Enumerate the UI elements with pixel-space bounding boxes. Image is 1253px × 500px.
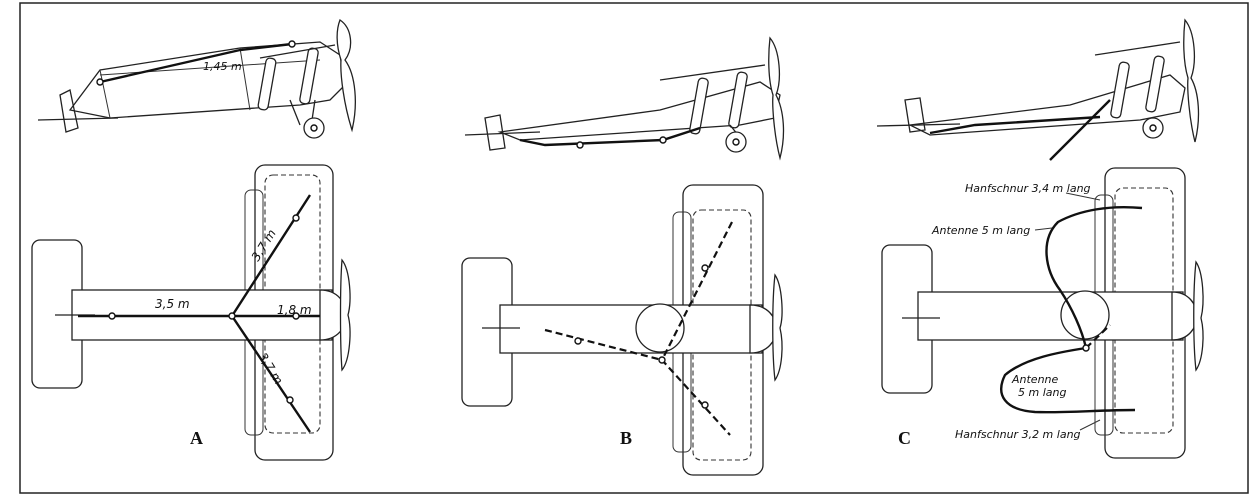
panel-c-plan-view: Hanfschnur 3,4 m lang Antenne 5 m lang A… bbox=[881, 167, 1204, 459]
label-a-tail-wire: 3,5 m bbox=[155, 297, 190, 311]
label-c-antenna-top: Antenne 5 m lang bbox=[931, 224, 1030, 237]
label-c-hemp-bottom: Hanfschnur 3,2 m lang bbox=[955, 428, 1081, 441]
label-a-front-wire: 1,8 m bbox=[277, 303, 312, 317]
label-a-fuselage-top: 1,45 m bbox=[203, 60, 242, 73]
panel-b-side-view bbox=[464, 36, 785, 161]
panel-c-letter: C bbox=[898, 428, 911, 448]
panel-c: Hanfschnur 3,4 m lang Antenne 5 m lang A… bbox=[876, 18, 1204, 459]
panel-a-plan-view: 3,5 m 3,7 m 1,8 m 3,7 m bbox=[31, 164, 351, 461]
panel-b-plan-view bbox=[461, 184, 783, 476]
outer-frame bbox=[19, 2, 1249, 494]
panel-c-side-view bbox=[876, 18, 1200, 161]
label-c-antenna-bottom-2: 5 m lang bbox=[1018, 386, 1066, 399]
panel-b: B bbox=[461, 36, 785, 476]
panel-a-letter: A bbox=[190, 428, 203, 448]
label-c-antenna-bottom-1: Antenne bbox=[1011, 373, 1059, 386]
panel-a: 1,45 m 3,5 m 3,7 m 1,8 m 3,7 m A bbox=[31, 19, 356, 461]
panel-b-letter: B bbox=[620, 428, 632, 448]
panel-a-side-view: 1,45 m bbox=[37, 19, 356, 139]
label-c-hemp-top: Hanfschnur 3,4 m lang bbox=[965, 182, 1091, 195]
